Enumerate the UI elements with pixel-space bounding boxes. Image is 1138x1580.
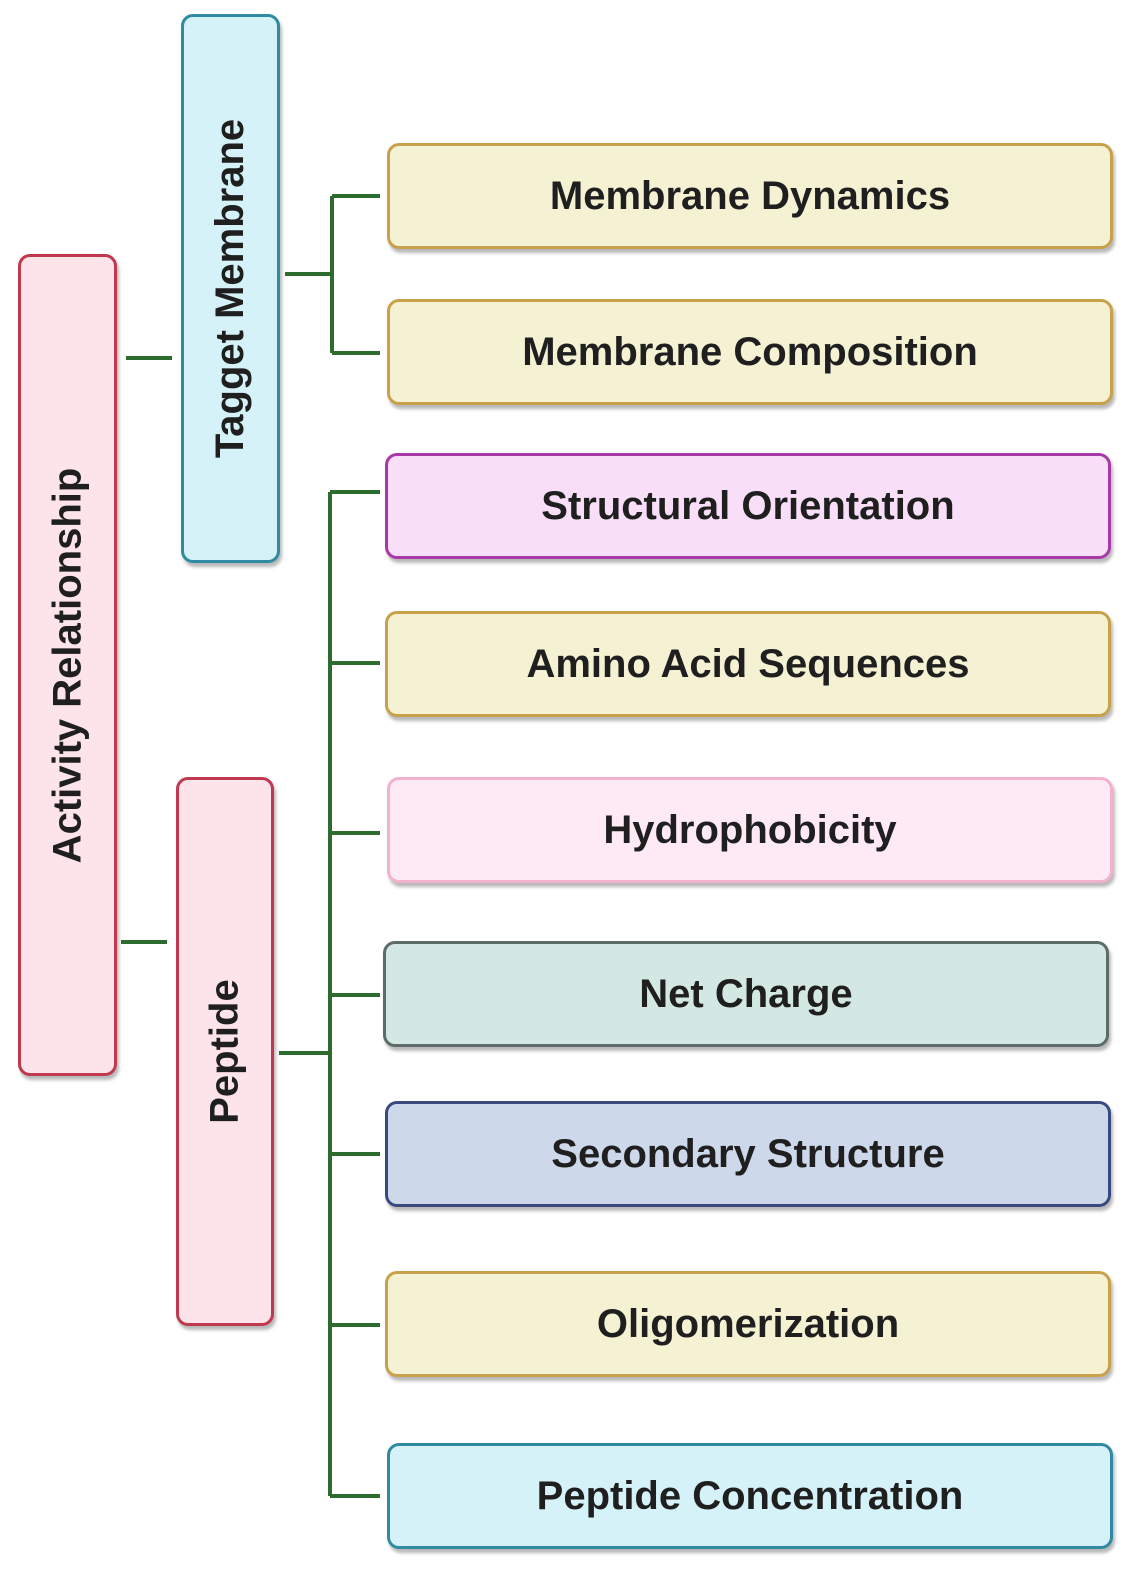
branch-node-membrane: Tagget Membrane: [181, 14, 280, 563]
leaf-membrane-composition: Membrane Composition: [387, 299, 1113, 405]
leaf-label: Net Charge: [639, 971, 853, 1016]
leaf-label: Peptide Concentration: [536, 1473, 964, 1518]
leaf-secondary-structure: Secondary Structure: [385, 1101, 1111, 1207]
leaf-peptide-concentration: Peptide Concentration: [387, 1443, 1113, 1549]
leaf-label: Secondary Structure: [551, 1131, 945, 1176]
leaf-label: Oligomerization: [596, 1301, 900, 1346]
root-label: Activity Relationship: [45, 467, 89, 863]
leaf-structural-orientation: Structural Orientation: [385, 453, 1111, 559]
branch-label-membrane: Tagget Membrane: [208, 118, 253, 459]
leaf-label: Structural Orientation: [541, 483, 955, 528]
leaf-label: Membrane Composition: [522, 329, 978, 374]
leaf-label: Membrane Dynamics: [549, 173, 951, 218]
leaf-label: Hydrophobicity: [603, 807, 897, 852]
leaf-oligomerization: Oligomerization: [385, 1271, 1111, 1377]
branch-label-peptide: Peptide: [202, 979, 247, 1124]
root-node: Activity Relationship: [18, 254, 117, 1076]
leaf-net-charge: Net Charge: [383, 941, 1109, 1047]
leaf-membrane-dynamics: Membrane Dynamics: [387, 143, 1113, 249]
leaf-amino-acid-sequences: Amino Acid Sequences: [385, 611, 1111, 717]
leaf-hydrophobicity: Hydrophobicity: [387, 777, 1113, 883]
branch-node-peptide: Peptide: [176, 777, 274, 1326]
leaf-label: Amino Acid Sequences: [526, 641, 970, 686]
